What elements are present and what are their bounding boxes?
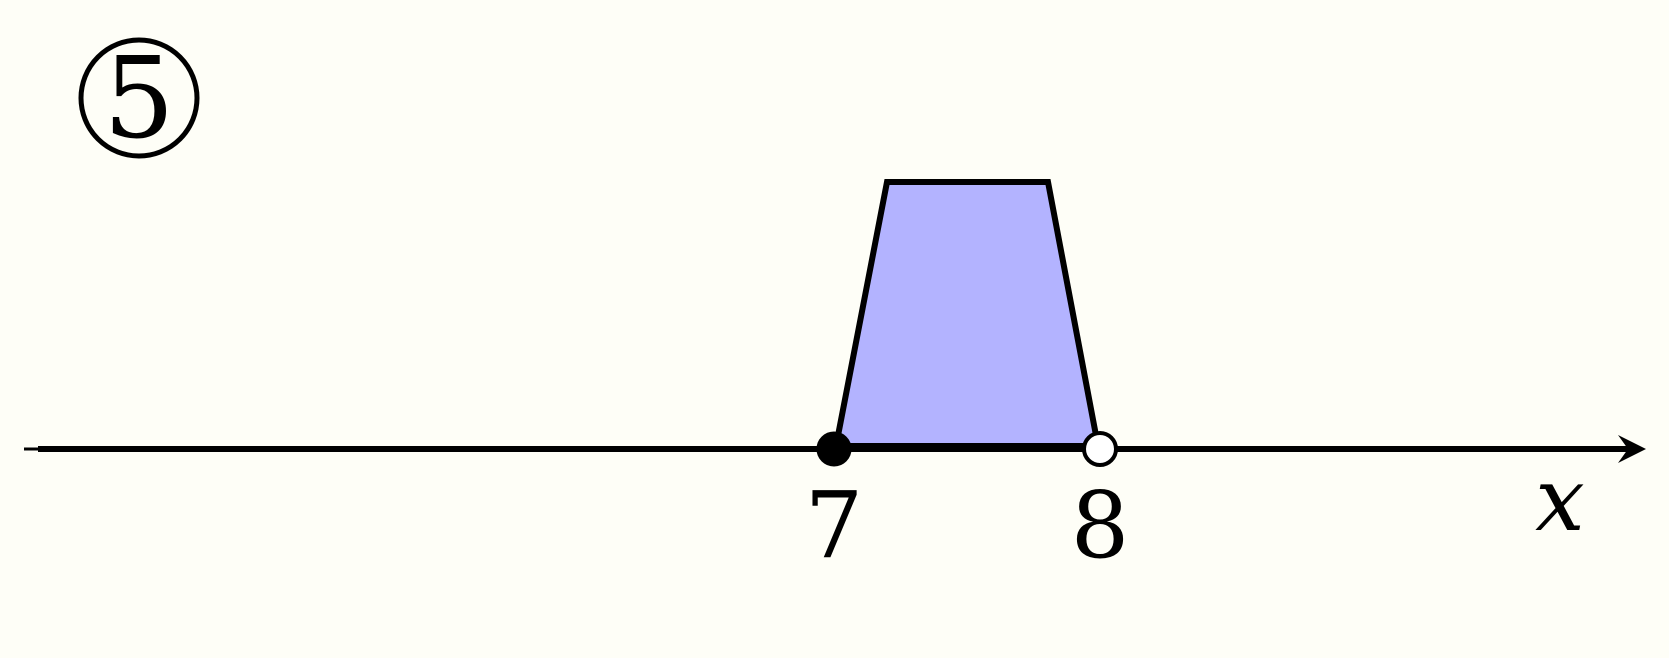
tick-label-7: 7 bbox=[805, 472, 864, 579]
tick-label-8: 8 bbox=[1071, 472, 1130, 579]
problem-number-label: 5 bbox=[103, 34, 174, 164]
problem-number-circle bbox=[78, 37, 200, 159]
open-endpoint-8 bbox=[1082, 431, 1118, 467]
interval-region bbox=[832, 179, 1102, 449]
axis-arrowhead bbox=[1618, 435, 1646, 463]
closed-endpoint-7 bbox=[816, 431, 852, 467]
problem-number-badge: 5 bbox=[78, 34, 200, 164]
axis-variable-label: x bbox=[1535, 448, 1585, 551]
